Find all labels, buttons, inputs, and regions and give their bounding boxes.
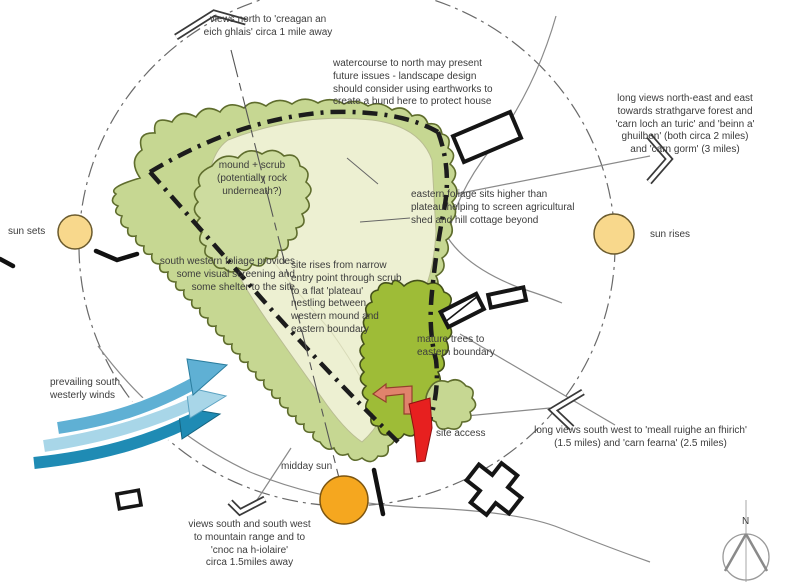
site-access-arrow-salmon xyxy=(371,382,413,415)
view-arrows xyxy=(174,9,674,517)
label-eastern-foliage: eastern foliage sits higher than plateau… xyxy=(411,189,575,226)
building-hill-cottage xyxy=(463,460,525,518)
wind-arrow-middle xyxy=(43,397,197,452)
building-east-1 xyxy=(437,291,487,330)
building-south-west xyxy=(114,488,144,511)
view-arrow-east-icon xyxy=(646,133,674,185)
label-views-south: views south and south west to mountain r… xyxy=(188,519,311,569)
tick-midday-sun xyxy=(371,467,386,517)
tick-west-edge xyxy=(0,256,16,269)
label-compass-north: N xyxy=(742,516,750,527)
label-sw-foliage: south western foliage provides some visu… xyxy=(159,256,295,293)
boundary-south-west xyxy=(148,170,400,444)
label-midday-sun: midday sun xyxy=(281,461,333,472)
wind-arrowhead-middle xyxy=(185,386,228,419)
view-arrow-south-icon xyxy=(227,495,267,517)
boundary-east xyxy=(423,131,450,433)
road-south-east xyxy=(459,333,616,426)
view-arrow-north-icon xyxy=(174,9,247,40)
label-sun-sets: sun sets xyxy=(8,226,46,237)
buildings xyxy=(114,109,529,518)
building-east-1-roof xyxy=(444,295,479,323)
building-east-2 xyxy=(485,285,529,310)
leader-lines xyxy=(346,157,411,223)
midday-sun-icon xyxy=(319,475,369,525)
wind-arrows xyxy=(33,358,229,472)
label-long-views-ne: long views north-east and east towards s… xyxy=(615,93,755,156)
view-arrow-south-west-icon xyxy=(547,388,585,431)
site-access-arrow-red xyxy=(408,397,433,463)
label-mature-trees: mature trees to eastern boundary xyxy=(417,334,495,358)
label-watercourse: watercourse to north may present future … xyxy=(333,58,493,108)
label-mound-scrub: mound + scrub (potentially rock undernea… xyxy=(216,160,288,197)
site-boundary xyxy=(148,109,450,444)
wind-arrow-bottom xyxy=(33,417,189,469)
wind-arrow-top xyxy=(57,375,201,434)
label-long-views-sw: long views south west to 'meall ruighe a… xyxy=(534,425,747,449)
sight-line-south xyxy=(256,447,292,501)
sight-line-north xyxy=(230,49,340,479)
entry-scrub xyxy=(425,378,477,430)
building-agricultural-shed xyxy=(450,109,524,165)
north-compass-icon xyxy=(722,500,770,582)
wind-arrowhead-top xyxy=(186,358,229,396)
boundary-north xyxy=(148,109,440,174)
tick-marks xyxy=(0,248,386,517)
label-prevailing-winds: prevailing south westerly winds xyxy=(50,377,121,401)
label-site-rises: site rises from narrow entry point throu… xyxy=(291,260,402,335)
sun-sets-icon xyxy=(57,214,93,250)
label-site-access: site access xyxy=(436,428,486,439)
tick-sun-sets xyxy=(93,248,140,263)
sun-rises-icon xyxy=(593,213,635,255)
label-views-north: views north to 'creagan an eich ghlais' … xyxy=(203,14,333,38)
label-sun-rises: sun rises xyxy=(650,229,691,240)
